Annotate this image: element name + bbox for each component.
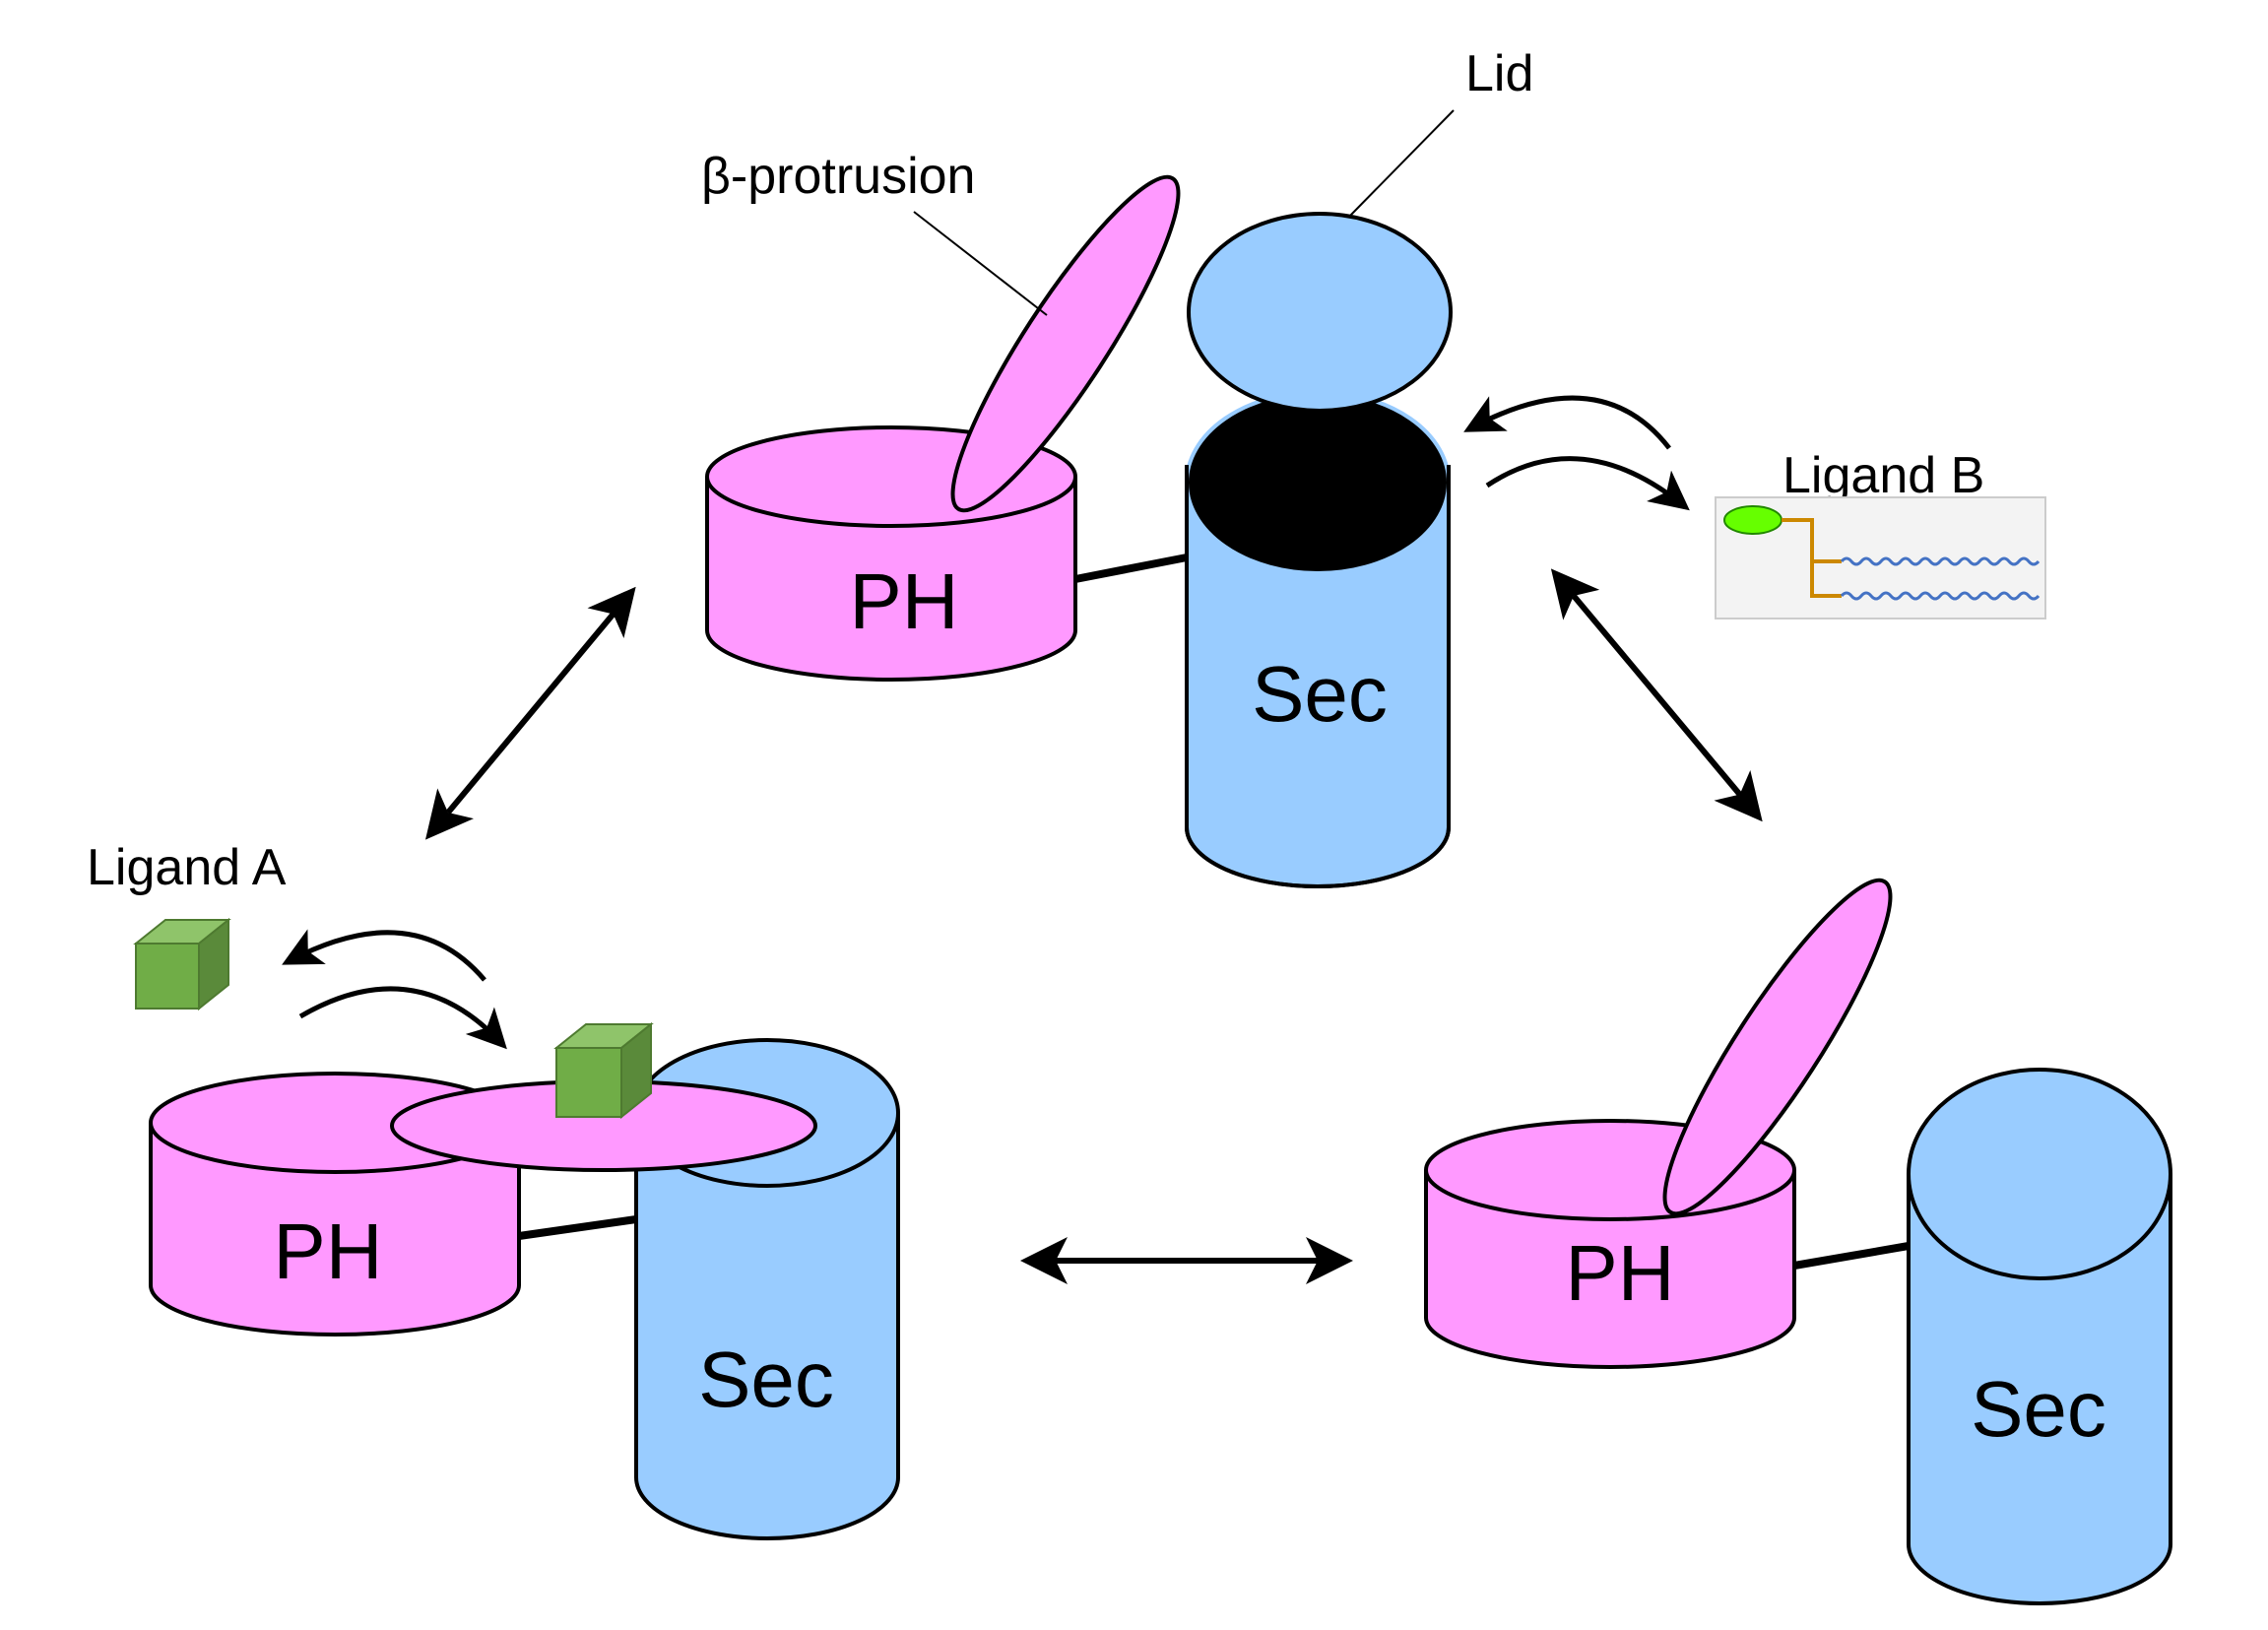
beta-protrusion-leader-line [913, 211, 1048, 316]
top-beta-protrusion [950, 174, 1181, 513]
ligand-b-stalk [1782, 518, 1842, 598]
bottom-left-sec-label: Sec [698, 1336, 834, 1423]
exchange-arrow-top-right [1550, 568, 1763, 822]
ligand-a-cube-bound [553, 1021, 654, 1120]
top-state: PH Sec [705, 174, 1453, 888]
bottom-right-beta-protrusion [1662, 878, 1893, 1216]
ligand-b-release-arrow [1463, 395, 1671, 450]
top-ph-label: PH [849, 557, 958, 645]
ligand-b-headgroup [1723, 505, 1782, 535]
ligand-b-label: Ligand B [1782, 447, 1984, 504]
bottom-right-sec-label: Sec [1971, 1365, 2106, 1453]
bottom-left-linker [518, 1215, 637, 1240]
bottom-left-state: PH Sec [149, 1021, 900, 1540]
top-lid [1187, 212, 1453, 413]
ligand-b-tail-lower [1840, 591, 2041, 601]
bottom-right-linker [1793, 1242, 1910, 1270]
lid-leader-line [1348, 109, 1455, 218]
ligand-b-binding-arrow [1485, 456, 1690, 511]
beta-protrusion-label: β-protrusion [701, 148, 975, 205]
top-sec-open-pocket [1185, 390, 1451, 575]
ligand-a-cube-free [133, 917, 231, 1011]
bottom-right-ph-label: PH [1565, 1229, 1674, 1317]
ligand-b-molecule [1715, 496, 2046, 619]
bottom-right-state: PH Sec [1424, 878, 2172, 1605]
exchange-arrow-top-left [424, 586, 636, 840]
ligand-a-label: Ligand A [87, 839, 287, 896]
bottom-left-ph-label: PH [273, 1207, 382, 1295]
ligand-a-release-arrow [282, 929, 486, 982]
ligand-a-binding-arrow [298, 986, 507, 1050]
lid-label: Lid [1465, 45, 1533, 102]
ligand-b-tail-upper [1840, 556, 2041, 566]
top-sec-label: Sec [1252, 650, 1388, 738]
top-linker [1074, 554, 1188, 583]
top-sec-domain [1185, 390, 1451, 888]
bottom-right-sec-domain [1907, 1068, 2172, 1605]
